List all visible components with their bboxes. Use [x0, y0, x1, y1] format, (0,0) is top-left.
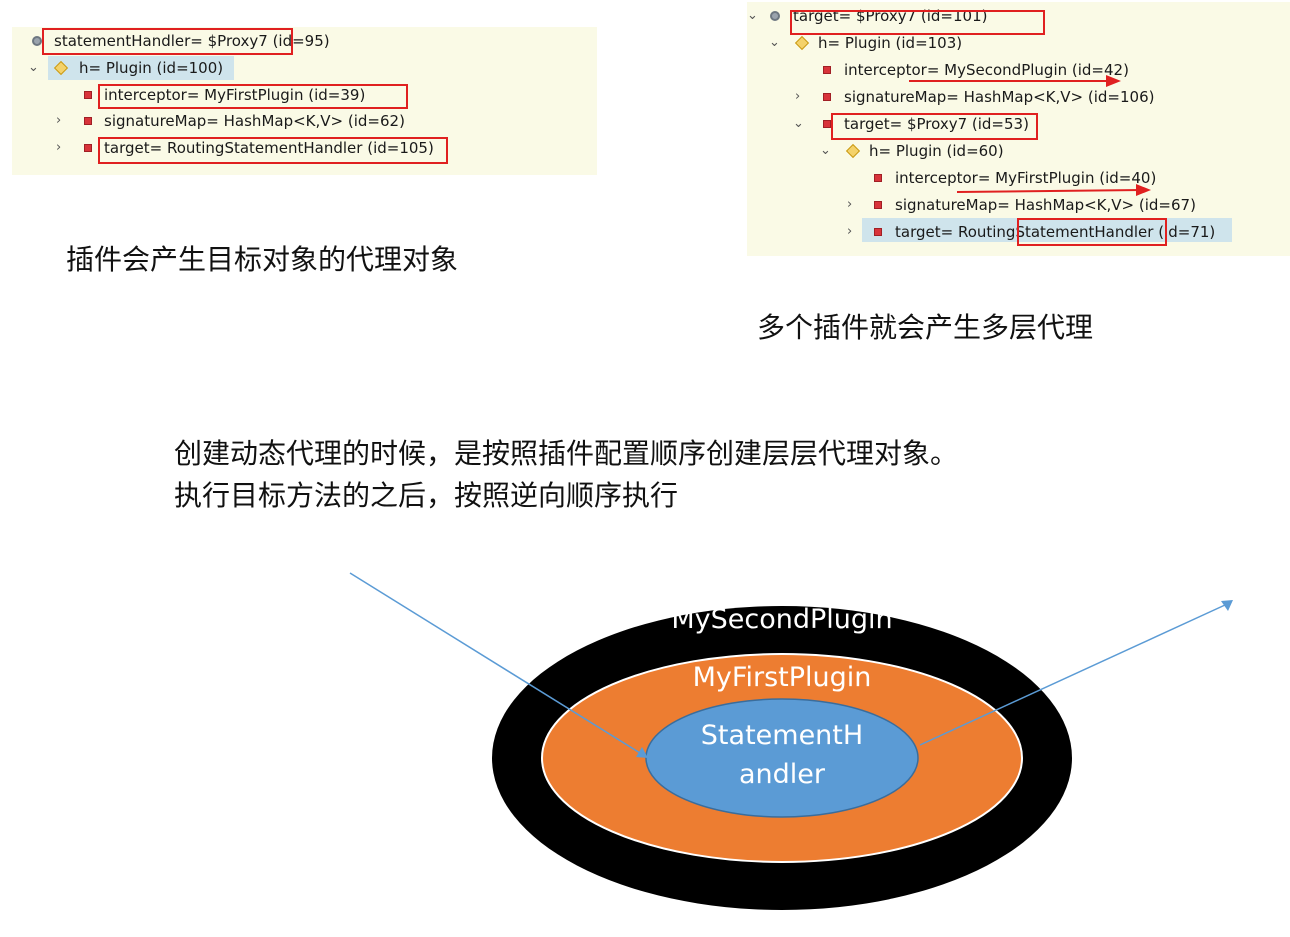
- description-line-1: 创建动态代理的时候，是按照插件配置顺序创建层层代理对象。: [174, 437, 959, 470]
- tree-row[interactable]: interceptor= MyFirstPlugin (id=39): [12, 83, 592, 107]
- tree-row[interactable]: › signatureMap= HashMap<K,V> (id=67): [747, 193, 1287, 217]
- chevron-down-icon[interactable]: ⌄: [28, 60, 39, 75]
- highlight-box: [831, 113, 1038, 140]
- field-icon: [84, 91, 92, 99]
- inner-layer-label-line-1: StatementH: [700, 720, 864, 751]
- tree-row[interactable]: › signatureMap= HashMap<K,V> (id=62): [12, 109, 592, 133]
- chevron-down-icon[interactable]: ⌄: [747, 8, 758, 23]
- description-line-2: 执行目标方法的之后，按照逆向顺序执行: [174, 479, 679, 512]
- incoming-arrow: [349, 572, 641, 754]
- field-icon: [823, 93, 831, 101]
- chevron-right-icon[interactable]: ›: [847, 224, 853, 239]
- chevron-right-icon[interactable]: ›: [795, 89, 801, 104]
- tree-row[interactable]: ⌄ target= $Proxy7 (id=53): [747, 112, 1287, 136]
- field-icon: [874, 201, 882, 209]
- outgoing-arrow-head: [1221, 600, 1233, 611]
- highlight-box: [790, 10, 1045, 35]
- chevron-down-icon[interactable]: ⌄: [820, 143, 831, 158]
- tree-row[interactable]: interceptor= MyFirstPlugin (id=40): [747, 166, 1287, 190]
- chevron-down-icon[interactable]: ⌄: [769, 35, 780, 50]
- tree-row[interactable]: ⌄ h= Plugin (id=60): [747, 139, 1287, 163]
- outer-layer-label: MySecondPlugin: [671, 604, 893, 635]
- left-caption: 插件会产生目标对象的代理对象: [66, 243, 459, 276]
- tree-row[interactable]: ⌄ h= Plugin (id=100): [12, 56, 592, 80]
- tree-row[interactable]: ⌄ h= Plugin (id=103): [747, 31, 1287, 55]
- field-icon: [823, 66, 831, 74]
- tree-row[interactable]: interceptor= MySecondPlugin (id=42): [747, 58, 1287, 82]
- highlight-box: [98, 137, 448, 164]
- field-icon: [874, 228, 882, 236]
- tree-row[interactable]: › target= RoutingStatementHandler (id=71…: [747, 220, 1287, 244]
- field-icon: [84, 144, 92, 152]
- right-variables-panel: ⌄ target= $Proxy7 (id=101) ⌄ h= Plugin (…: [747, 2, 1290, 256]
- inner-layer-ellipse: [645, 698, 919, 818]
- field-icon: [84, 117, 92, 125]
- field-icon: [874, 174, 882, 182]
- red-arrow: [956, 189, 1143, 193]
- chevron-down-icon[interactable]: ⌄: [793, 116, 804, 131]
- right-row-highlight: [862, 218, 1232, 242]
- highlight-box: [42, 28, 293, 55]
- incoming-arrow-head: [636, 747, 648, 758]
- field-icon: [823, 120, 831, 128]
- chevron-right-icon[interactable]: ›: [847, 197, 853, 212]
- tree-row[interactable]: statementHandler= $Proxy7 (id=95): [12, 29, 592, 53]
- highlight-box: [1017, 218, 1167, 246]
- highlight-box: [98, 84, 408, 109]
- object-icon: [32, 36, 42, 46]
- right-caption: 多个插件就会产生多层代理: [757, 311, 1094, 344]
- red-arrow-head: [1106, 75, 1121, 87]
- red-arrow-head: [1136, 184, 1151, 196]
- outgoing-arrow: [919, 604, 1226, 746]
- left-row-highlight: [48, 56, 234, 80]
- object-icon: [770, 11, 780, 21]
- red-arrows: [909, 75, 1151, 196]
- tree-row[interactable]: › target= RoutingStatementHandler (id=10…: [12, 136, 592, 160]
- middle-layer-label: MyFirstPlugin: [692, 662, 872, 693]
- tree-row[interactable]: › signatureMap= HashMap<K,V> (id=106): [747, 85, 1287, 109]
- left-variables-panel: statementHandler= $Proxy7 (id=95) ⌄ h= P…: [12, 27, 597, 175]
- chevron-right-icon[interactable]: ›: [56, 113, 62, 128]
- inner-layer-label-line-2: andler: [738, 759, 825, 790]
- chevron-right-icon[interactable]: ›: [56, 140, 62, 155]
